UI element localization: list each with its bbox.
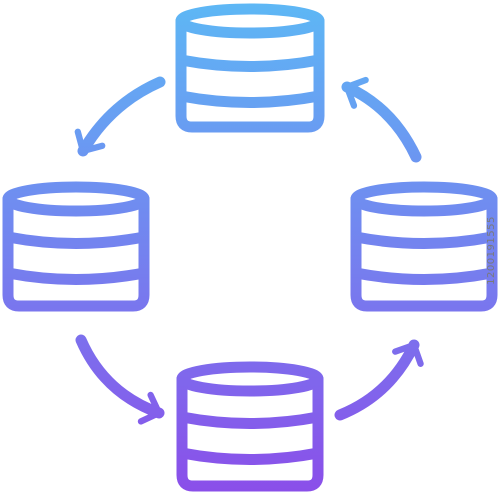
arrow-top-to-left xyxy=(74,76,166,157)
watermark-id: 1200191555 xyxy=(484,0,498,500)
arrow-left-to-bottom xyxy=(75,334,165,425)
database-icon-left xyxy=(2,181,150,312)
database-icon-bottom xyxy=(176,361,324,492)
arrow-bottom-to-right xyxy=(334,339,424,421)
watermark-id-text: 1200191555 xyxy=(485,215,497,285)
arrow-right-to-top xyxy=(341,76,422,163)
database-icon-top xyxy=(175,3,325,133)
database-icon-right xyxy=(350,181,498,312)
